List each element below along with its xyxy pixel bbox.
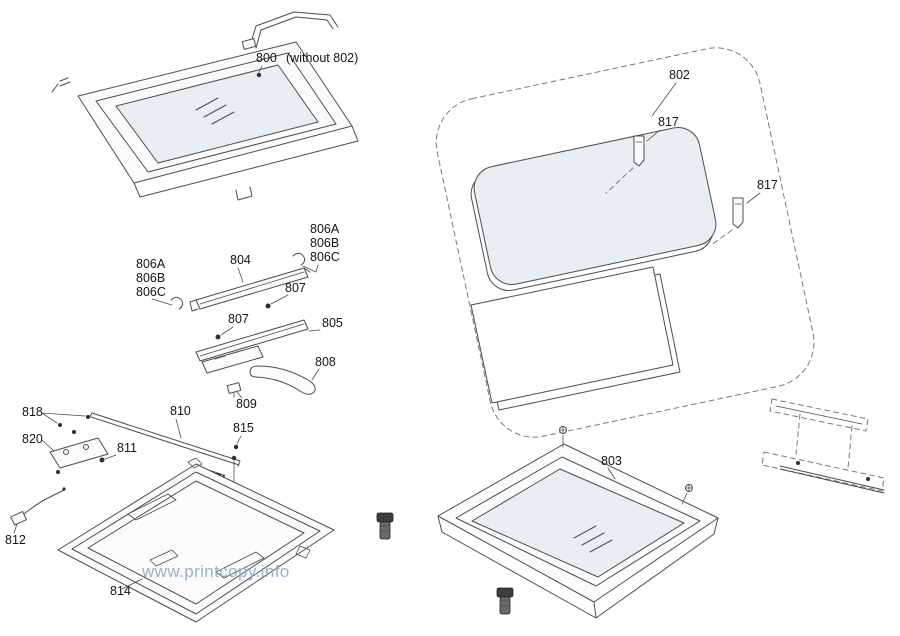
svg-text:800: 800 — [256, 51, 277, 65]
callout-812: 812 — [5, 523, 26, 547]
scanner-assembly-800 — [51, 11, 359, 201]
document-sheet — [470, 266, 681, 411]
screw-807-b — [215, 334, 221, 340]
callout-820: 820 — [22, 432, 55, 452]
wire-left — [51, 77, 71, 93]
glass-lid-802 — [470, 126, 717, 292]
svg-text:808: 808 — [315, 355, 336, 369]
frame-814 — [57, 457, 335, 623]
screws-815 — [231, 444, 239, 483]
callout-814: 814 — [110, 578, 143, 598]
clip-806-left — [170, 296, 184, 310]
screw-807-a — [265, 303, 271, 309]
callout-805: 805 — [308, 316, 343, 332]
hinge-post-bottom — [496, 587, 514, 615]
svg-text:807: 807 — [228, 312, 249, 326]
platen-glass-800 — [115, 64, 319, 164]
callout-807-a: 807 — [270, 281, 306, 305]
callout-806-right: 806A 806B 806C — [302, 222, 340, 273]
svg-text:806A: 806A — [310, 222, 340, 236]
callout-804: 804 — [230, 253, 251, 283]
callout-807-b: 807 — [220, 312, 249, 336]
svg-text:806A: 806A — [136, 257, 166, 271]
optional-rail-parts — [761, 398, 885, 494]
callout-806-left: 806A 806B 806C — [136, 257, 173, 306]
clip-817-upper — [605, 135, 645, 194]
rail-805 — [195, 319, 309, 374]
callout-817-upper: 817 — [646, 115, 679, 142]
bracket-820 — [49, 437, 109, 474]
svg-text:812: 812 — [5, 533, 26, 547]
svg-text:818: 818 — [22, 405, 43, 419]
callout-810: 810 — [170, 404, 191, 439]
svg-text:809: 809 — [236, 397, 257, 411]
svg-text:803: 803 — [601, 454, 622, 468]
cable-connector — [241, 38, 257, 50]
svg-text:806B: 806B — [136, 271, 165, 285]
part-809 — [226, 382, 242, 398]
platen-glass-803 — [471, 468, 685, 578]
watermark-text: www.printcopy.info — [141, 562, 290, 581]
svg-text:806B: 806B — [310, 236, 339, 250]
svg-text:805: 805 — [322, 316, 343, 330]
screw-811 — [99, 457, 105, 463]
svg-text:806C: 806C — [136, 285, 166, 299]
callout-809: 809 — [236, 391, 257, 411]
rail-804 — [189, 267, 311, 312]
svg-text:811: 811 — [117, 441, 137, 455]
svg-text:817: 817 — [757, 178, 778, 192]
callout-808: 808 — [311, 355, 336, 381]
clip-806-right — [292, 252, 306, 266]
screws-818 — [58, 415, 90, 434]
svg-text:820: 820 — [22, 432, 43, 446]
hinge-post-left — [376, 512, 394, 540]
svg-text:817: 817 — [658, 115, 679, 129]
callout-811: 811 — [104, 441, 137, 460]
callout-803: 803 — [601, 454, 622, 480]
scanner-assembly-803 — [437, 426, 719, 619]
svg-text:802: 802 — [669, 68, 690, 82]
cable-812 — [10, 487, 66, 526]
rod-810 — [88, 412, 241, 467]
callout-815: 815 — [233, 421, 254, 445]
svg-text:807: 807 — [285, 281, 306, 295]
arm-808 — [249, 365, 316, 395]
svg-text:806C: 806C — [310, 250, 340, 264]
svg-text:815: 815 — [233, 421, 254, 435]
svg-text:804: 804 — [230, 253, 251, 267]
callout-802: 802 — [651, 68, 690, 117]
svg-text:(without 802): (without 802) — [286, 51, 358, 65]
callout-817-lower: 817 — [746, 178, 778, 204]
svg-text:810: 810 — [170, 404, 191, 418]
callout-818: 818 — [22, 405, 86, 424]
screw-800 — [256, 72, 262, 78]
callouts: 800 (without 802) 802 817 817 806A 806B … — [5, 51, 778, 598]
dashed-group-boundary — [435, 47, 815, 438]
callout-800: 800 (without 802) — [256, 51, 358, 73]
clip-817-lower — [709, 197, 744, 247]
